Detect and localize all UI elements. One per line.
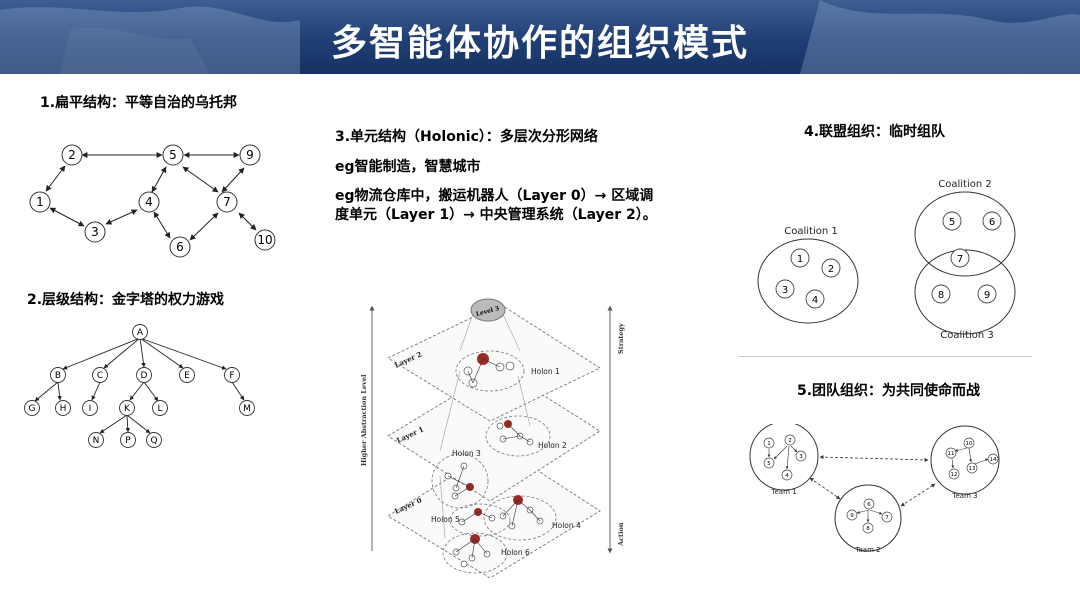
hierarchy-node: N: [93, 436, 100, 446]
flat-node: 2: [68, 148, 76, 162]
team-node: 14: [990, 457, 997, 463]
coalition-label: Coalition 2: [938, 179, 991, 190]
hierarchy-node: F: [229, 371, 234, 381]
hierarchy-heading: 2.层级结构：金字塔的权力游戏: [27, 292, 225, 308]
team-node: 2: [788, 438, 792, 444]
coalition-heading: 4.联盟组织：临时组队: [804, 124, 946, 140]
hierarchy-node: M: [243, 404, 251, 414]
flat-node: 9: [246, 148, 254, 162]
title-banner: 多智能体协作的组织模式: [0, 0, 1080, 74]
left-axis-label: Higher Abstraction Level: [360, 374, 368, 466]
coalition-node: 5: [949, 217, 955, 228]
holon-label: Holon 1: [531, 367, 560, 376]
hierarchy-node: E: [184, 371, 190, 381]
coalition-diagram: 1 2 3 4 5 6 7 8 9 Coalition 1 Coalition …: [752, 172, 1042, 347]
team-node: 5: [767, 461, 771, 467]
flat-node: 5: [169, 148, 177, 162]
team-node: 6: [867, 502, 871, 508]
team-node: 7: [885, 515, 889, 521]
team-node: 8: [866, 526, 870, 532]
hierarchy-node: D: [141, 371, 148, 381]
hierarchy-node: K: [124, 404, 131, 414]
team-label: Team 1: [770, 488, 796, 496]
page-title: 多智能体协作的组织模式: [330, 23, 749, 64]
coalition-node: 6: [989, 217, 995, 228]
flat-structure-heading: 1.扁平结构：平等自治的乌托邦: [40, 95, 238, 111]
hierarchy-node: I: [89, 404, 92, 414]
team-node: 10: [966, 441, 973, 447]
coalition-node: 2: [828, 264, 834, 275]
coalition-node: 3: [782, 285, 788, 296]
flat-node: 6: [176, 240, 184, 254]
holonic-example-3: 度单元（Layer 1）→ 中央管理系统（Layer 2）。: [335, 207, 657, 223]
team-node: 9: [850, 513, 854, 519]
holon-label: Holon 4: [552, 521, 581, 530]
hierarchy-diagram: A B C D E F G H I K L M N P Q: [20, 322, 270, 452]
team-label: Team 2: [854, 546, 880, 554]
coalition-label: Coalition 1: [784, 226, 837, 237]
hierarchy-node: Q: [150, 436, 157, 446]
action-label: Action: [617, 522, 625, 547]
flat-node: 7: [223, 195, 231, 209]
team-node: 13: [969, 466, 976, 472]
hierarchy-node: P: [125, 436, 131, 446]
holon-label: Holon 6: [501, 548, 530, 557]
section-divider: [738, 356, 1032, 357]
hierarchy-node: H: [60, 404, 67, 414]
coalition-label: Coalition 3: [940, 330, 993, 341]
team-node: 1: [767, 441, 771, 447]
holon-label: Holon 5: [431, 515, 460, 524]
coalition-node: 8: [938, 290, 944, 301]
strategy-label: Strategy: [617, 323, 625, 354]
flat-structure-diagram: 2 5 9 1 4 7 3 6 10: [20, 140, 290, 265]
holonic-example-1: eg智能制造，智慧城市: [335, 159, 481, 175]
team-node: 11: [948, 451, 955, 457]
team-diagram: 1 2 3 4 5 6 7 8 9 10 11 12 13 14 Team 1 …: [745, 424, 1015, 559]
hierarchy-node: B: [55, 371, 61, 381]
flat-node: 10: [257, 233, 272, 247]
team-heading: 5.团队组织：为共同使命而战: [797, 383, 981, 399]
coalition-node: 1: [797, 254, 803, 265]
world-map-background: [0, 0, 1080, 74]
flat-node: 1: [36, 195, 44, 209]
holon-label: Holon 2: [538, 441, 567, 450]
hierarchy-node: L: [157, 404, 162, 414]
team-node: 3: [799, 454, 803, 460]
coalition-node: 7: [957, 254, 963, 265]
flat-node: 4: [145, 195, 153, 209]
team-node: 12: [951, 472, 958, 478]
team-node: 4: [785, 473, 789, 479]
holonic-heading: 3.单元结构（Holonic）：多层次分形网络: [335, 129, 598, 145]
holonic-example-2: eg物流仓库中，搬运机器人（Layer 0）→ 区域调: [335, 188, 654, 204]
hierarchy-node: A: [137, 328, 144, 338]
coalition-node: 9: [984, 290, 990, 301]
holonic-diagram: Level 3: [360, 296, 630, 578]
flat-node: 3: [91, 225, 99, 239]
coalition-node: 4: [812, 295, 818, 306]
hierarchy-node: G: [29, 404, 36, 414]
holon-label: Holon 3: [452, 449, 481, 458]
hierarchy-node: C: [97, 371, 103, 381]
team-label: Team 3: [951, 492, 977, 500]
